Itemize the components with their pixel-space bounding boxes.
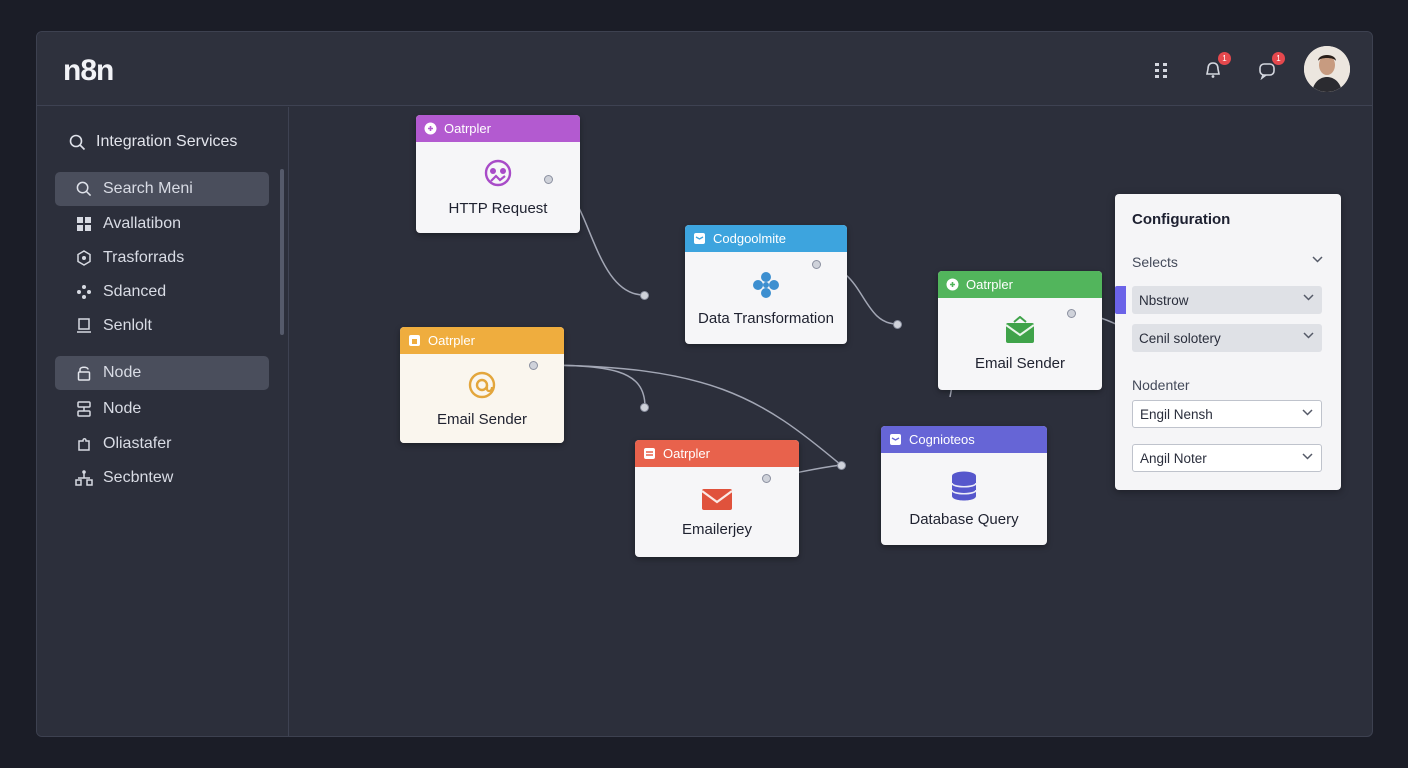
bell-icon[interactable]: 1 <box>1201 52 1231 82</box>
output-port[interactable] <box>544 175 553 184</box>
config-dropdown-2[interactable]: Cenil solotery <box>1132 324 1322 352</box>
node-label: Database Query <box>909 511 1019 528</box>
cluster-icon <box>753 272 779 298</box>
stack-icon <box>644 448 655 459</box>
input-port[interactable] <box>640 403 649 412</box>
box-icon <box>694 233 705 244</box>
node-header[interactable]: Oatrpler <box>635 440 799 467</box>
chat-icon[interactable]: 1 <box>1255 52 1285 82</box>
chevron-down-icon <box>1302 409 1313 416</box>
node-email-sender-orange[interactable]: Oatrpler Email Sender <box>400 327 564 443</box>
envelope-icon <box>701 489 733 510</box>
node-emailerjey[interactable]: Oatrpler Emailerjey <box>635 440 799 557</box>
sidebar-item-node-active[interactable]: Node <box>55 356 269 390</box>
user-avatar[interactable] <box>1304 46 1350 92</box>
chevron-down-icon <box>1303 294 1314 301</box>
output-port[interactable] <box>1067 309 1076 318</box>
network-icon <box>75 469 93 487</box>
search-icon <box>69 134 86 150</box>
node-label: HTTP Request <box>448 199 548 217</box>
config-dropdown-1[interactable]: Nbstrow <box>1132 286 1322 314</box>
config-dropdown-3[interactable]: Engil Nensh <box>1132 400 1322 428</box>
sidebar-item-select[interactable]: Senlolt <box>55 309 269 343</box>
active-indicator <box>1115 286 1126 314</box>
node-label: Email Sender <box>974 355 1066 372</box>
input-port[interactable] <box>837 461 846 470</box>
puzzle-icon <box>75 435 93 453</box>
sidebar-item-availability[interactable]: Avallatibon <box>55 207 269 241</box>
node-label: Email Sender <box>436 410 528 428</box>
node-label: Data Transformation <box>698 310 834 327</box>
config-section-label: Nodenter <box>1132 377 1190 393</box>
at-sign-icon <box>468 371 496 398</box>
node-header[interactable]: Cognioteos <box>881 426 1047 453</box>
chevron-down-icon[interactable] <box>1312 256 1323 263</box>
chevron-down-icon <box>1302 453 1313 460</box>
top-header: n8n 1 1 <box>37 32 1372 106</box>
grid-icon[interactable] <box>1150 58 1174 82</box>
output-port[interactable] <box>529 361 538 370</box>
sidebar: Integration Services Search Meni Avallat… <box>37 107 289 736</box>
output-port[interactable] <box>762 474 771 483</box>
n8n-logo[interactable]: n8n <box>63 54 114 87</box>
output-port[interactable] <box>812 260 821 269</box>
database-icon <box>951 471 977 501</box>
sidebar-item-search-menu[interactable]: Search Meni <box>55 172 269 206</box>
config-dropdown-4[interactable]: Angil Noter <box>1132 444 1322 472</box>
sidebar-item-node[interactable]: Node <box>55 392 269 426</box>
config-select-label: Selects <box>1132 254 1178 270</box>
plug-icon <box>424 122 437 135</box>
sidebar-item-cluster[interactable]: Oliastafer <box>55 427 269 461</box>
nodes-icon <box>75 283 93 301</box>
node-header[interactable]: Oatrpler <box>938 271 1102 298</box>
grid-icon <box>75 215 93 233</box>
notification-badge: 1 <box>1218 52 1231 65</box>
sidebar-search[interactable]: Integration Services <box>69 133 237 151</box>
lock-icon <box>75 364 93 382</box>
node-http-request[interactable]: Oatrpler HTTP Request <box>416 115 580 233</box>
node-database-query[interactable]: Cognioteos Database Query <box>881 426 1047 545</box>
mail-icon <box>1005 316 1035 343</box>
sidebar-item-transforms[interactable]: Trasforrads <box>55 241 269 275</box>
app-window: n8n 1 1 <box>36 31 1373 737</box>
workflow-canvas[interactable]: Oatrpler HTTP Request Codgoolmite <box>290 107 1372 736</box>
message-badge: 1 <box>1272 52 1285 65</box>
sidebar-item-network[interactable]: Secbntew <box>55 461 269 495</box>
sidebar-scrollbar[interactable] <box>280 169 284 335</box>
lock-icon <box>409 335 420 346</box>
configuration-panel: Configuration Selects Nbstrow Cenil solo… <box>1115 194 1341 490</box>
input-port[interactable] <box>640 291 649 300</box>
monitor-icon <box>75 317 93 335</box>
node-data-transformation[interactable]: Codgoolmite Data Transformation <box>685 225 847 344</box>
node-email-sender-green[interactable]: Oatrpler Email Sender <box>938 271 1102 390</box>
input-port[interactable] <box>893 320 902 329</box>
plug-icon <box>946 278 959 291</box>
chevron-down-icon <box>1303 332 1314 339</box>
transform-icon <box>75 249 93 267</box>
node-header[interactable]: Codgoolmite <box>685 225 847 252</box>
sidebar-title: Integration Services <box>96 133 238 150</box>
webhook-icon <box>484 159 512 186</box>
sidebar-item-advanced[interactable]: Sdanced <box>55 275 269 309</box>
node-header[interactable]: Oatrpler <box>416 115 580 142</box>
connection-orange-db <box>532 364 842 466</box>
node-header[interactable]: Oatrpler <box>400 327 564 354</box>
node-icon <box>75 400 93 418</box>
search-icon <box>75 180 93 198</box>
config-title: Configuration <box>1132 211 1231 228</box>
box-icon <box>890 434 901 445</box>
node-label: Emailerjey <box>681 521 753 538</box>
